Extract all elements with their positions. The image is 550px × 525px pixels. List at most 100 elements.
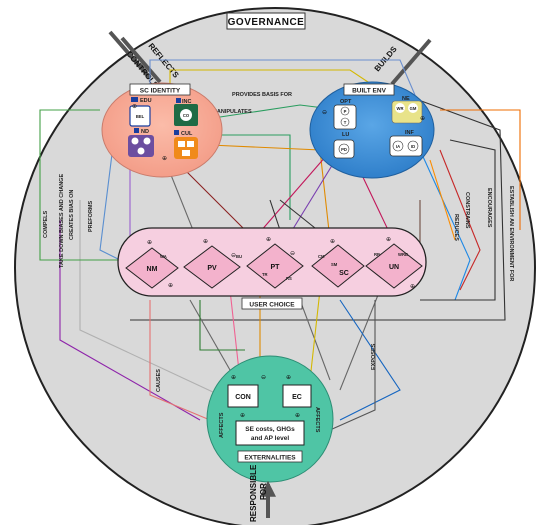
label-affects-left: AFFECTS (219, 412, 225, 438)
node-t-circle (340, 117, 350, 127)
node-lu-label: LU (342, 132, 349, 138)
sign-plus: ⊕ (132, 103, 137, 110)
node-opt-label: OPT (340, 99, 352, 105)
node-pd-label: PD (341, 147, 347, 152)
node-opt-box (333, 104, 357, 130)
node-nm-label: NM (147, 266, 158, 273)
externalities-title: EXTERNALITIES (244, 455, 296, 462)
small-label-sm: SM (331, 262, 338, 267)
sc-identity-title-box (129, 83, 191, 96)
node-co-circle (180, 109, 192, 121)
sc-identity-group: SC IDENTITY EDU BEL INC CO ND CUL (101, 82, 223, 178)
node-ne-label: NE (402, 96, 410, 102)
sign-plus: ⊕ (147, 239, 152, 246)
polarity-signs: ⊕ ⊕ ⊕ ⊕ ⊕ ⊖ ⊖ ⊕ ⊕ ⊕ ⊖ ⊕ ⊕ ⊕ ⊕ ⊕ ⊖ ⊕ (132, 103, 425, 419)
governance-title: GOVERNANCE (228, 17, 305, 28)
sign-minus: ⊖ (322, 109, 327, 116)
node-edu-icon (131, 97, 138, 102)
node-inf-label: INF (405, 130, 415, 136)
small-label-tr: TR (262, 272, 268, 277)
node-pv-diamond (183, 245, 241, 289)
node-cul-icon (174, 130, 179, 135)
node-p-label: P (344, 109, 347, 114)
node-wr-label: WR (397, 106, 404, 111)
node-nm-diamond (125, 247, 179, 289)
node-pv-label: PV (207, 265, 217, 272)
small-label-bu: BU (236, 254, 242, 259)
node-t-label: T (344, 120, 347, 125)
label-causes: CAUSES (156, 369, 162, 392)
sign-plus: ⊕ (168, 282, 173, 289)
node-edu-label: EDU (140, 98, 152, 104)
node-inc-icon (176, 98, 181, 103)
node-con-label: CON (235, 394, 251, 401)
label-creates-bias-on: CREATES BIAS ON (69, 190, 75, 240)
node-edu-box (129, 105, 151, 127)
user-choice-title-box (241, 297, 303, 310)
governance-title-box (226, 12, 306, 30)
small-label-wa: WA (160, 254, 167, 259)
label-constrains: CONSTRAINS (464, 192, 470, 229)
node-ia-label: IA (396, 144, 400, 149)
node-nd-circle-1 (131, 137, 139, 145)
node-ec-label: EC (292, 394, 302, 401)
node-nd-label: ND (141, 129, 149, 135)
sign-minus: ⊖ (290, 250, 295, 257)
small-label-rs: RS (286, 276, 292, 281)
node-nd-circle-2 (143, 137, 151, 145)
node-con-box (227, 384, 259, 408)
label-encourages: ENCOURAGES (486, 188, 492, 228)
sign-plus: ⊕ (266, 236, 271, 243)
label-manipulates: MANIPULATES (212, 109, 252, 115)
user-choice-title: USER CHOICE (249, 302, 295, 309)
sign-minus: ⊖ (231, 252, 236, 259)
node-bel-label: BEL (136, 114, 145, 119)
small-label-wrb: WRB (398, 252, 408, 257)
sign-plus: ⊕ (295, 412, 300, 419)
node-id-circle (407, 140, 419, 152)
node-un-label: UN (389, 264, 399, 271)
sign-minus: ⊖ (261, 374, 266, 381)
label-affects-right: AFFECTS (314, 407, 320, 433)
sign-plus: ⊕ (162, 155, 167, 162)
sign-plus: ⊕ (386, 236, 391, 243)
label-responsible-for-1: RESPONSIBLE (249, 464, 258, 522)
node-p-circle (340, 106, 350, 116)
built-env-title-box (343, 83, 395, 96)
node-wr-circle (395, 103, 405, 113)
user-choice-group: USER CHOICE NM PV PT SC UN WA BU TR RS C… (117, 227, 427, 310)
small-label-rp: RP (374, 252, 380, 257)
node-pt-label: PT (271, 264, 281, 271)
node-gm-label: GM (410, 106, 417, 111)
node-gm-circle (408, 103, 418, 113)
node-un-diamond (365, 243, 423, 289)
node-sc-label: SC (339, 270, 349, 277)
built-env-group: BUILT ENV OPT P T NE WR GM LU PD INF IA … (309, 81, 435, 179)
node-ec-box (282, 384, 312, 408)
label-responsible-for-2: FOR (259, 483, 268, 500)
node-ne-box (391, 100, 423, 124)
sign-plus: ⊕ (240, 412, 245, 419)
sign-plus: ⊕ (286, 374, 291, 381)
node-sc-diamond (311, 244, 365, 288)
node-ia-circle (392, 140, 404, 152)
sign-plus: ⊕ (420, 115, 425, 122)
label-take-down-biases: TAKE DOWN BIASES AND CHANGE (59, 174, 65, 268)
label-preforms: PREFORMS (88, 201, 94, 233)
outcome-line-2: and AP level (251, 435, 289, 442)
externalities-title-box (237, 450, 303, 463)
label-reduces: REDUCES (453, 214, 459, 241)
node-id-label: ID (411, 144, 415, 149)
reflects-controls-arrows (108, 30, 432, 86)
node-inc-label: INC (182, 99, 192, 105)
sc-identity-ellipse (101, 82, 223, 178)
sc-identity-title: SC IDENTITY (140, 88, 181, 95)
node-pt-diamond (246, 243, 304, 289)
node-nd-circle-3 (137, 147, 145, 155)
label-compels: COMPELS (43, 210, 49, 238)
outcome-line-1: SE costs, GHGs (245, 426, 295, 433)
built-env-title: BUILT ENV (352, 88, 386, 95)
node-co-label: CO (183, 113, 190, 118)
sign-plus: ⊕ (231, 374, 236, 381)
